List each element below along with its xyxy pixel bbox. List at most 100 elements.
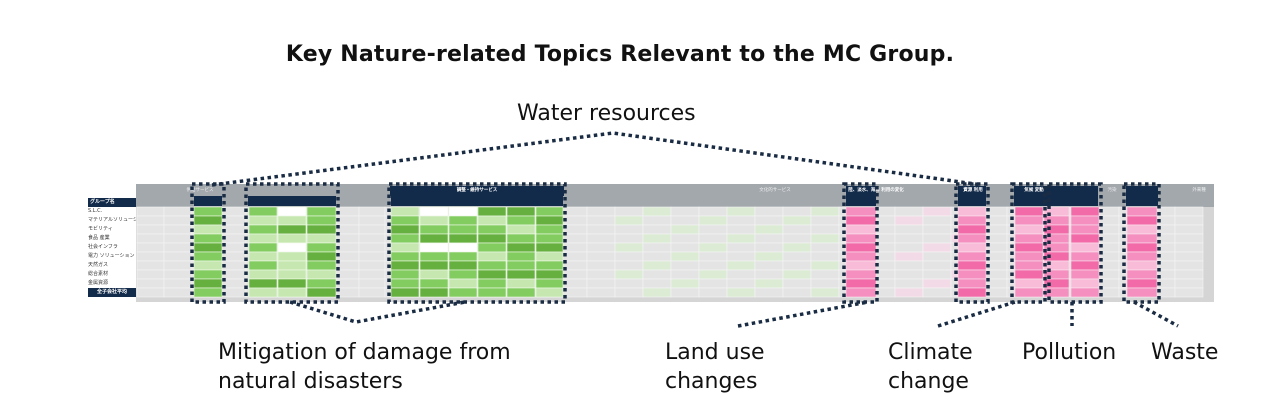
cell-green (306, 278, 337, 289)
cell-green (506, 242, 536, 253)
cell (136, 287, 165, 298)
column-group-header: 陸、淡水、海洋 利用の変化 (848, 188, 904, 193)
cell-pink (1070, 242, 1100, 253)
cell-green (477, 224, 507, 235)
cell (163, 269, 193, 280)
cell-green (277, 233, 307, 244)
cell (726, 233, 756, 244)
cell-green (277, 206, 307, 217)
cell-green (506, 233, 536, 244)
cell (642, 260, 672, 271)
cell-green (390, 251, 420, 262)
cell-pink (1070, 224, 1100, 235)
cell-green (535, 242, 564, 253)
cell-pink (1126, 260, 1158, 271)
cell (894, 260, 924, 271)
cell-green (419, 269, 449, 280)
cell-green (448, 224, 478, 235)
cell (922, 260, 952, 271)
cell (136, 260, 165, 271)
cell (614, 206, 644, 217)
cell (810, 260, 840, 271)
cell-green (248, 287, 278, 298)
cell-green (306, 215, 337, 226)
cell (782, 287, 812, 298)
cell-pink (845, 224, 877, 235)
cell (810, 251, 840, 262)
cell-green (419, 287, 449, 298)
row-label: 天然ガス (88, 262, 109, 268)
cell (754, 260, 784, 271)
cell (163, 215, 193, 226)
cell (810, 242, 840, 253)
cell (586, 287, 616, 298)
cell (810, 215, 840, 226)
cell-pink (1043, 206, 1070, 217)
cell-pink (1014, 251, 1044, 262)
cell-green (535, 251, 564, 262)
cell (358, 242, 386, 253)
cell (219, 287, 247, 298)
cell-green (248, 269, 278, 280)
cell-pink (1043, 278, 1070, 289)
cell (332, 233, 360, 244)
cell-green (306, 251, 337, 262)
cell (586, 260, 616, 271)
cell (136, 251, 165, 262)
cell-green (448, 287, 478, 298)
cell-green (448, 278, 478, 289)
cell-green (277, 224, 307, 235)
cell-pink (1043, 251, 1070, 262)
cell (894, 206, 924, 217)
cell (136, 278, 165, 289)
cell-pink (1070, 251, 1100, 262)
cell-green (535, 269, 564, 280)
subheader-bar-1 (248, 196, 336, 206)
cell (614, 215, 644, 226)
label-pollution: Pollution (1022, 340, 1117, 365)
column-group-header: 気候 変動 (1024, 188, 1044, 193)
cell-green (535, 287, 564, 298)
cell-pink (1043, 233, 1070, 244)
cell-green (390, 206, 420, 217)
cell (810, 287, 840, 298)
cell (1174, 260, 1204, 271)
cell (922, 278, 952, 289)
cell (136, 206, 165, 217)
cell-green (448, 233, 478, 244)
cell (726, 251, 756, 262)
cell (698, 215, 728, 226)
cell-green (419, 224, 449, 235)
cell (358, 215, 386, 226)
cell (586, 224, 616, 235)
cell (810, 233, 840, 244)
cell (1174, 206, 1204, 217)
cell-green (419, 260, 449, 271)
cell (332, 287, 360, 298)
cell (726, 287, 756, 298)
cell-green (277, 287, 307, 298)
cell (219, 260, 247, 271)
cell (922, 206, 952, 217)
cell-pink (957, 224, 987, 235)
row-label-total: 全子会社平均 (88, 288, 136, 297)
cell (726, 278, 756, 289)
cell (163, 206, 193, 217)
subheader-bar-6 (1126, 196, 1158, 206)
page-title: Key Nature-related Topics Relevant to th… (285, 42, 955, 67)
label-waste: Waste (1151, 340, 1219, 365)
cell (332, 206, 360, 217)
cell (642, 224, 672, 235)
cell-pink (1043, 242, 1070, 253)
cell (698, 260, 728, 271)
cell (894, 242, 924, 253)
cell (894, 224, 924, 235)
cell-green (248, 251, 278, 262)
cell (358, 269, 386, 280)
cell (163, 224, 193, 235)
cell-pink (1126, 233, 1158, 244)
cell-green (390, 224, 420, 235)
cell (642, 206, 672, 217)
cell (1174, 269, 1204, 280)
cell-pink (957, 206, 987, 217)
